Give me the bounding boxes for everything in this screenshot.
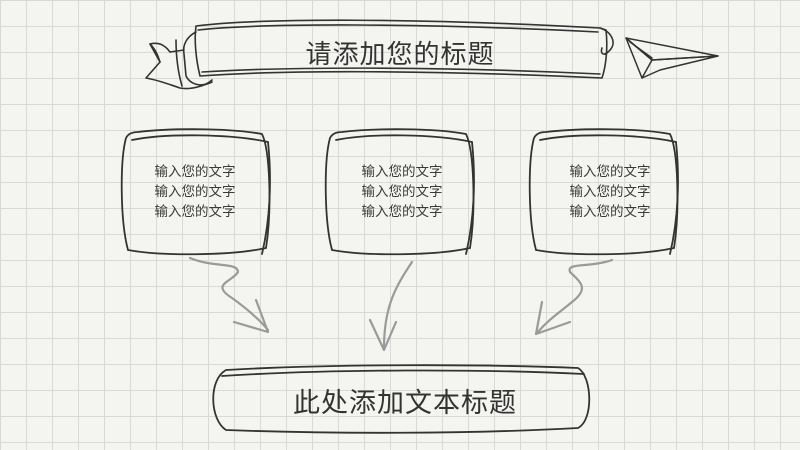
footer-title: 此处添加文本标题 <box>293 387 517 419</box>
card-line: 输入您的文字 <box>569 164 651 180</box>
ribbon-banner-icon <box>145 19 614 90</box>
card-3-text: 输入您的文字 输入您的文字 输入您的文字 <box>545 162 675 222</box>
card-line: 输入您的文字 <box>154 164 236 180</box>
card-line: 输入您的文字 <box>569 184 651 200</box>
card-2-text: 输入您的文字 输入您的文字 输入您的文字 <box>337 162 467 222</box>
arrow-icon <box>188 256 614 352</box>
card-frames <box>120 128 679 256</box>
card-1-text: 输入您的文字 输入您的文字 输入您的文字 <box>130 162 260 222</box>
card-line: 输入您的文字 <box>361 164 443 180</box>
card-line: 输入您的文字 <box>154 184 236 200</box>
card-line: 输入您的文字 <box>361 184 443 200</box>
paper-plane-icon <box>625 37 719 79</box>
card-line: 输入您的文字 <box>361 204 443 220</box>
card-line: 输入您的文字 <box>154 204 236 220</box>
card-line: 输入您的文字 <box>569 204 651 220</box>
footer-box-frame <box>212 364 591 434</box>
banner-title: 请添加您的标题 <box>305 39 495 70</box>
